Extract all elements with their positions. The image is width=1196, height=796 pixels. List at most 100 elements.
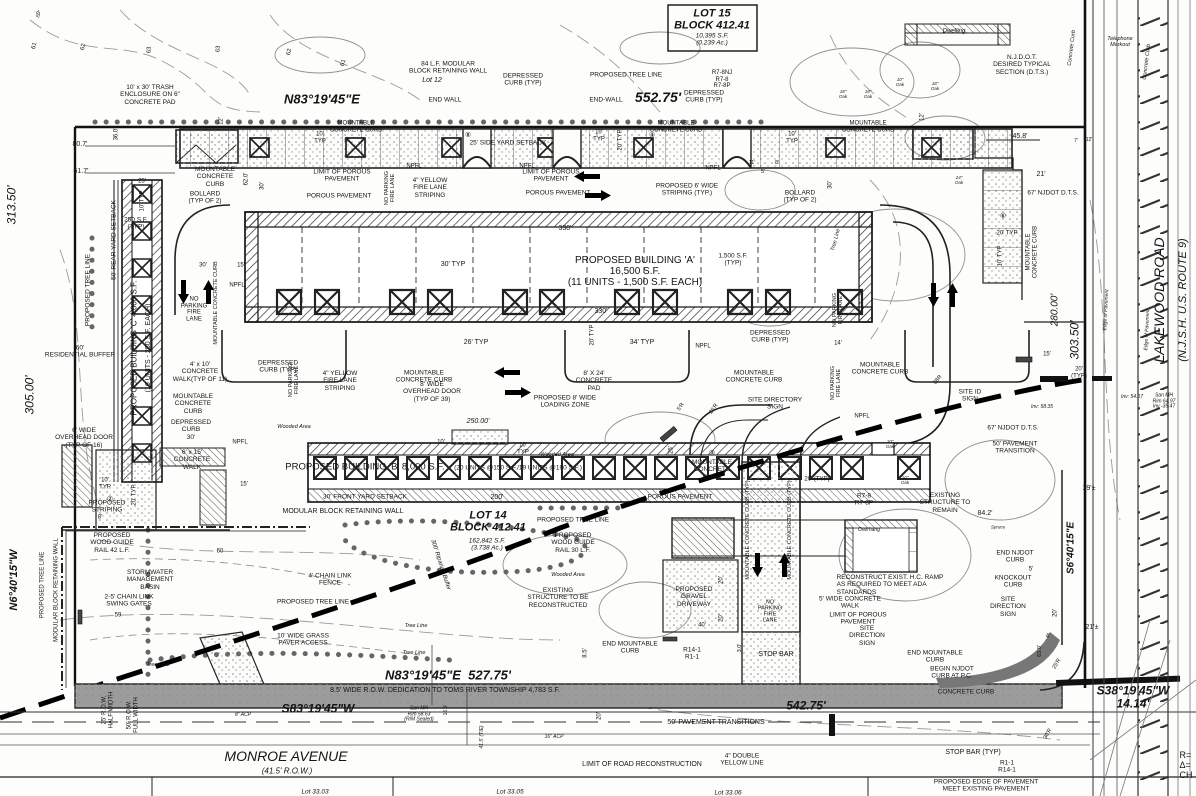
plan-annotation: -59- — [36, 9, 43, 19]
plan-annotation: 36.0' — [113, 127, 120, 141]
plan-annotation: EXISTING STRUCTURE TO REMAIN — [919, 492, 971, 514]
plan-annotation: 41.5' (TIE) — [479, 725, 486, 749]
plan-annotation: ⑥ — [999, 213, 1007, 221]
plan-annotation: Telephone Markout — [1107, 35, 1133, 48]
plan-annotation: 61 — [30, 41, 39, 50]
riparian-buffer-line — [0, 375, 1096, 721]
plan-annotation: 16" ACP — [544, 734, 564, 741]
property-boundary — [73, 0, 1087, 688]
plan-annotation: MOUNTABLE CONCRETE CURB (TYP) — [786, 480, 793, 580]
plan-annotation: 34' TYP — [629, 339, 655, 347]
plan-annotation: 62.0' — [243, 172, 250, 186]
plan-annotation: PROPOSED WOOD GUIDE RAIL 42 L.F. — [90, 532, 134, 554]
plan-annotation: Concrete Curb — [1066, 29, 1078, 67]
bearing-west-line: N6°40'15"W — [7, 549, 20, 611]
plan-annotation: 10" Oak — [900, 474, 910, 485]
plan-annotation: DEPRESSED CURB (TYP) — [257, 359, 299, 374]
plan-annotation: Lot 33.05 — [496, 788, 524, 796]
plan-annotation: 330' — [558, 225, 572, 233]
plan-annotation: 67' NJDOT D.T.S. — [1027, 189, 1079, 197]
plan-annotation: S38°19'45"W 14.14' — [1096, 683, 1170, 711]
plan-annotation: R7-8 R7-8P — [854, 492, 874, 507]
plan-annotation: 20' (TYP) — [1071, 366, 1087, 379]
plan-annotation: 25'R — [1051, 657, 1063, 671]
plan-annotation: MODULAR BLOCK RETAINING WALL — [282, 508, 404, 516]
plan-annotation: 25'R — [708, 402, 720, 416]
plan-annotation: 51.7' — [73, 168, 89, 176]
plan-annotation: 8' X 24' CONCRETE PAD — [575, 370, 613, 392]
plan-annotation: ③ — [708, 450, 716, 458]
plan-annotation: 10' x 30' TRASH ENCLOSURE ON 6" CONCRETE… — [120, 84, 180, 106]
plan-annotation: PROPOSED WOOD GUIDE RAIL 30 L.F. — [551, 532, 595, 554]
plan-annotation: 10' TYP — [99, 477, 111, 490]
plan-annotation: Overhang — [858, 527, 880, 534]
parking-row-north — [179, 128, 1013, 169]
plan-annotation: NPFL — [854, 413, 870, 420]
plan-annotation: 10" Oak — [885, 438, 895, 449]
plan-annotation: 50' R.O.W. FULL WIDTH — [126, 697, 139, 733]
plan-annotation: 15' — [237, 262, 245, 269]
plan-annotation: MOUNTABLE CONCRETE CURB — [841, 120, 895, 133]
plan-annotation: 10' TYP — [314, 131, 326, 144]
plan-annotation: 25' — [138, 178, 146, 185]
plan-annotation: SITE DIRECTORY SIGN — [747, 396, 803, 411]
plan-annotation: Concrete Curb — [1141, 43, 1153, 81]
plan-annotation: NPFL — [229, 282, 245, 289]
plan-annotation: 63.0' — [1036, 645, 1043, 657]
plan-annotation: 5'R — [676, 401, 686, 412]
plan-annotation: 15' — [240, 481, 248, 488]
plan-annotation: NO PARKING FIRE LANE — [757, 599, 783, 625]
plan-annotation: 8' — [774, 159, 780, 166]
plan-annotation: PROPOSED STRIPING — [88, 499, 126, 514]
plan-annotation: 12' — [919, 113, 926, 121]
plan-annotation: MOUNTABLE CONCRETE CURB — [851, 361, 909, 376]
plan-annotation: 4" DOUBLE YELLOW LINE — [720, 752, 764, 767]
plan-annotation: RECONSTRUCT EXIST. H.C. RAMP AS REQUIRED… — [836, 574, 944, 596]
plan-annotation: 50' PAVEMENT TRANSITION — [992, 440, 1038, 455]
building-c-label: PROPOSED BUILDING 'C' 4,000 S.F. — [129, 280, 139, 416]
plan-annotation: 10' TYP — [997, 245, 1004, 267]
plan-annotation: BOLLARD (TYP OF 2) — [783, 189, 817, 204]
plan-annotation: 5' — [760, 168, 766, 175]
plan-annotation: Tree Line — [146, 661, 170, 668]
plan-annotation: 60' RESIDENTIAL BUFFER — [44, 344, 116, 359]
plan-annotation: S6°40'15"E — [1065, 521, 1077, 575]
plan-annotation: MOUNTABLE CONCRETE CURB (TYP) — [744, 480, 751, 580]
plan-annotation: STOP BAR (TYP) — [945, 749, 1001, 757]
plan-annotation: PROPOSED TREE LINE — [589, 71, 663, 79]
plan-annotation: 45.8' — [1012, 133, 1028, 141]
plan-annotation: LIMIT OF ROAD RECONSTRUCTION — [582, 761, 702, 769]
plan-annotation: DEPRESSED CURB (TYP) — [749, 329, 791, 344]
plan-annotation: END NJDOT CURB — [996, 549, 1034, 564]
plan-annotation: San MH Rim 64.97 Inv -35.47 — [1152, 392, 1176, 410]
flow-arrows — [178, 171, 958, 577]
bearing-north-line: N83°19'45"E — [284, 91, 360, 107]
plan-annotation: 21' — [1036, 171, 1046, 179]
plan-annotation: 6' WIDE OVERHEAD DOOR (TYP OF 16) — [55, 427, 113, 449]
plan-annotation: MOUNTABLE CONCRETE CURB — [195, 166, 235, 188]
lakewood-road-label: LAKEWOOD ROAD — [1151, 237, 1168, 363]
plan-annotation: END WALL — [428, 96, 462, 104]
plan-annotation: 5' WIDE CONCRETE WALK — [819, 595, 881, 610]
plan-annotation: 12' — [1085, 137, 1093, 144]
plan-annotation: 6' x 15' CONCRETE WALK — [173, 449, 211, 471]
parking-bays — [174, 204, 1030, 446]
plan-annotation: (41.5' R.O.W.) — [261, 766, 313, 776]
plan-annotation: 20' (TYP) — [804, 476, 830, 483]
plan-annotation: San MH Rim 58.63 (RIM Sealed) — [404, 705, 434, 723]
building-b-label: PROPOSED BUILDING 'B' 8,000 S.F. — [285, 461, 445, 473]
dimension-lines — [85, 145, 468, 745]
plan-annotation: 21'± — [1085, 624, 1099, 632]
plan-annotation: ⑧ — [464, 132, 472, 140]
plan-annotation: MOUNTABLE CONCRETE CURB — [212, 261, 219, 345]
plan-annotation: NO PARKING FIRE LANE — [831, 292, 844, 328]
plan-annotation: CONCRETE CURB — [937, 688, 995, 696]
plan-annotation: R7-8NJ R7-8 R7-8P — [711, 69, 733, 90]
plan-annotation: 3.0' — [736, 643, 743, 653]
plan-annotation: MODULAR BLOCK RETAINING WALL — [53, 538, 60, 642]
plan-annotation: 250.00' — [466, 418, 490, 426]
plan-annotation: 59 — [114, 612, 122, 619]
plan-annotation: MOUNTABLE CONCRETE CURB — [725, 369, 783, 384]
plan-annotation: Wooded Area — [551, 571, 585, 578]
